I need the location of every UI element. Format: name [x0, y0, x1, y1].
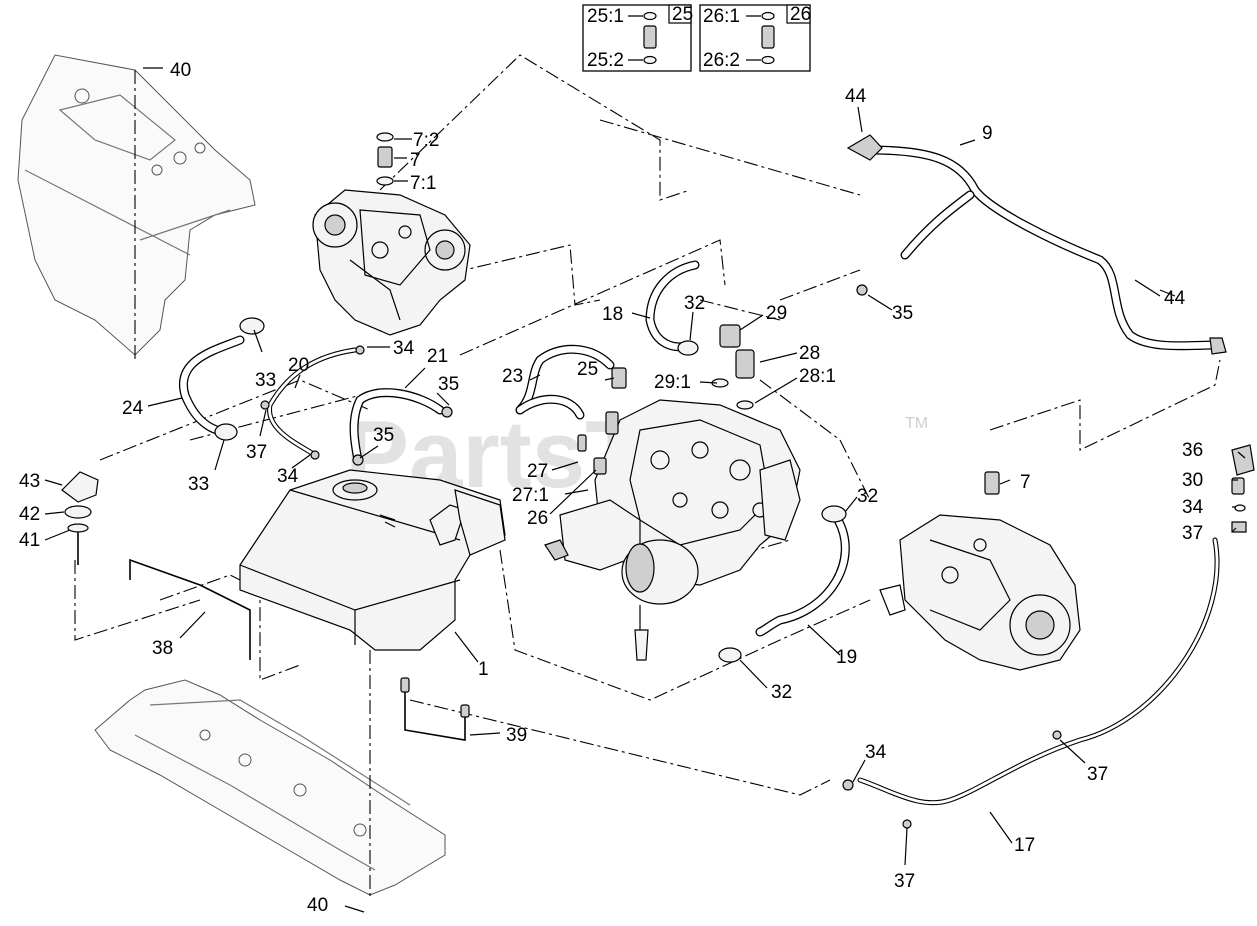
callout-32-top: 32	[684, 293, 705, 314]
callout-32-bottom: 32	[771, 682, 792, 703]
fuel-tank	[239, 469, 569, 651]
callout-35-right: 35	[892, 303, 913, 324]
center-pump-assembly	[559, 399, 801, 661]
inset-26-box-label: 26	[790, 4, 811, 25]
callout-17: 17	[1014, 835, 1035, 856]
callout-25: 25	[577, 359, 598, 380]
callout-18: 18	[602, 304, 623, 325]
callout-7-1: 7:1	[410, 173, 436, 194]
callout-27: 27	[527, 461, 548, 482]
callout-27-1: 27:1	[512, 485, 549, 506]
callout-37-left: 37	[246, 442, 267, 463]
callout-7-right: 7	[1020, 472, 1031, 493]
callout-34-top: 34	[393, 338, 415, 359]
callout-44-top: 44	[845, 86, 867, 107]
hydro-pump-left	[312, 132, 471, 336]
callout-29-1: 29:1	[654, 372, 691, 393]
callout-33-top: 33	[255, 370, 276, 391]
inset-26-lower-label: 26:2	[703, 50, 740, 71]
frame-panel-top	[17, 54, 256, 356]
callout-33-lower: 33	[188, 474, 209, 495]
callout-28-1: 28:1	[799, 366, 836, 387]
callout-35-mid: 35	[438, 374, 459, 395]
callout-7-2: 7:2	[413, 130, 439, 151]
callout-labels: 40 7:2 7 7:1 44 9 44 35 18 32 29 34 20 2…	[19, 60, 1204, 916]
inset-25-lower-label: 25:2	[587, 50, 624, 71]
callout-37-bottom: 37	[894, 871, 915, 892]
watermark-trademark: TM	[905, 415, 928, 432]
inset-26-upper-label: 26:1	[703, 6, 740, 27]
hoses	[129, 134, 1227, 829]
callout-36: 36	[1182, 440, 1203, 461]
callout-40-top: 40	[170, 60, 191, 81]
callout-23: 23	[502, 366, 523, 387]
callout-43: 43	[19, 471, 40, 492]
callout-7-left: 7	[410, 150, 421, 171]
callout-leaders	[44, 67, 1246, 913]
callout-44-right: 44	[1164, 288, 1186, 309]
callout-30: 30	[1182, 470, 1203, 491]
inset-25-upper-label: 25:1	[587, 6, 624, 27]
callout-40-bottom: 40	[307, 895, 328, 916]
callout-34-bottom: 34	[865, 742, 887, 763]
callout-41: 41	[19, 530, 40, 551]
callout-42: 42	[19, 504, 40, 525]
frame-rail-bottom	[94, 679, 446, 896]
callout-32-right: 32	[857, 486, 878, 507]
callout-38: 38	[152, 638, 173, 659]
callout-19: 19	[836, 647, 857, 668]
fill-cap-parts	[61, 324, 1255, 565]
callout-20: 20	[288, 355, 309, 376]
callout-24: 24	[122, 398, 144, 419]
callout-29: 29	[766, 303, 787, 324]
callout-35-lower: 35	[373, 425, 394, 446]
callout-21: 21	[427, 346, 448, 367]
callout-28: 28	[799, 343, 820, 364]
callout-26: 26	[527, 508, 548, 529]
callout-34-left: 34	[277, 466, 299, 487]
inset-box-26: 26 26:1 26:2	[699, 4, 811, 72]
callout-37-right: 37	[1182, 523, 1203, 544]
callout-37-bottom-right: 37	[1087, 764, 1108, 785]
callout-34-right: 34	[1182, 497, 1204, 518]
inset-box-25: 25 25:1 25:2	[582, 4, 693, 72]
callout-1: 1	[478, 659, 489, 680]
callout-39: 39	[506, 725, 527, 746]
callout-9: 9	[982, 123, 993, 144]
inset-25-box-label: 25	[672, 4, 693, 25]
hydro-pump-right	[879, 471, 1081, 671]
